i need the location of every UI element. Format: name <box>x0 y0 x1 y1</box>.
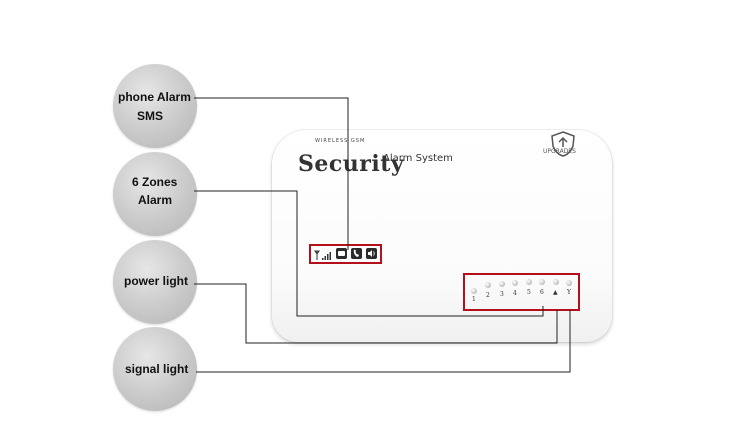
led-4 <box>512 280 518 286</box>
shield-icon <box>551 131 575 157</box>
panel-top-label: WIRELESS GSM <box>315 138 366 144</box>
alarm-panel-body <box>272 130 612 342</box>
zone-label-6: 6 <box>540 289 544 296</box>
led-panel-highlight <box>463 273 580 311</box>
led-3 <box>499 281 505 287</box>
led-6 <box>539 279 545 285</box>
sms-icon <box>336 248 347 259</box>
callout-label-phone-line2: SMS <box>137 109 164 123</box>
zone-label-1: 1 <box>472 296 476 303</box>
leader-line-zones <box>194 190 544 317</box>
leader-line-phone <box>194 97 349 250</box>
led-1 <box>471 288 477 294</box>
speaker-icon <box>366 248 377 259</box>
leader-line-signal <box>196 310 571 373</box>
zone-label-power: ▲ <box>553 289 558 296</box>
zone-label-5: 5 <box>527 289 531 296</box>
callout-circle-power <box>113 240 197 324</box>
callout-circle-signal <box>113 327 197 411</box>
zone-label-signal: Y <box>567 289 571 296</box>
panel-subtitle: Alarm System <box>383 153 453 164</box>
phone-icon <box>351 248 362 259</box>
callout-label-signal: signal light <box>125 362 189 376</box>
led-2 <box>485 282 491 288</box>
zone-label-3: 3 <box>500 291 504 298</box>
panel-brand: Security <box>298 151 405 177</box>
callout-circle-zones <box>113 152 197 236</box>
function-icons-highlight <box>309 244 382 264</box>
led-signal <box>566 280 572 286</box>
upgrades-badge: UPGRADES <box>543 148 576 155</box>
callout-circle-phone <box>113 64 197 148</box>
zone-label-2: 2 <box>486 292 490 299</box>
led-5 <box>526 279 532 285</box>
leader-line-power <box>194 283 558 344</box>
callout-label-zones-line1: 6 Zones <box>132 175 178 189</box>
callout-label-power: power light <box>124 274 188 288</box>
callout-label-zones-line2: Alarm <box>138 193 173 207</box>
led-power <box>553 279 559 285</box>
callout-label-phone-line1: phone Alarm <box>118 90 191 104</box>
signal-bars-icon <box>314 248 332 260</box>
zone-label-4: 4 <box>513 290 517 297</box>
